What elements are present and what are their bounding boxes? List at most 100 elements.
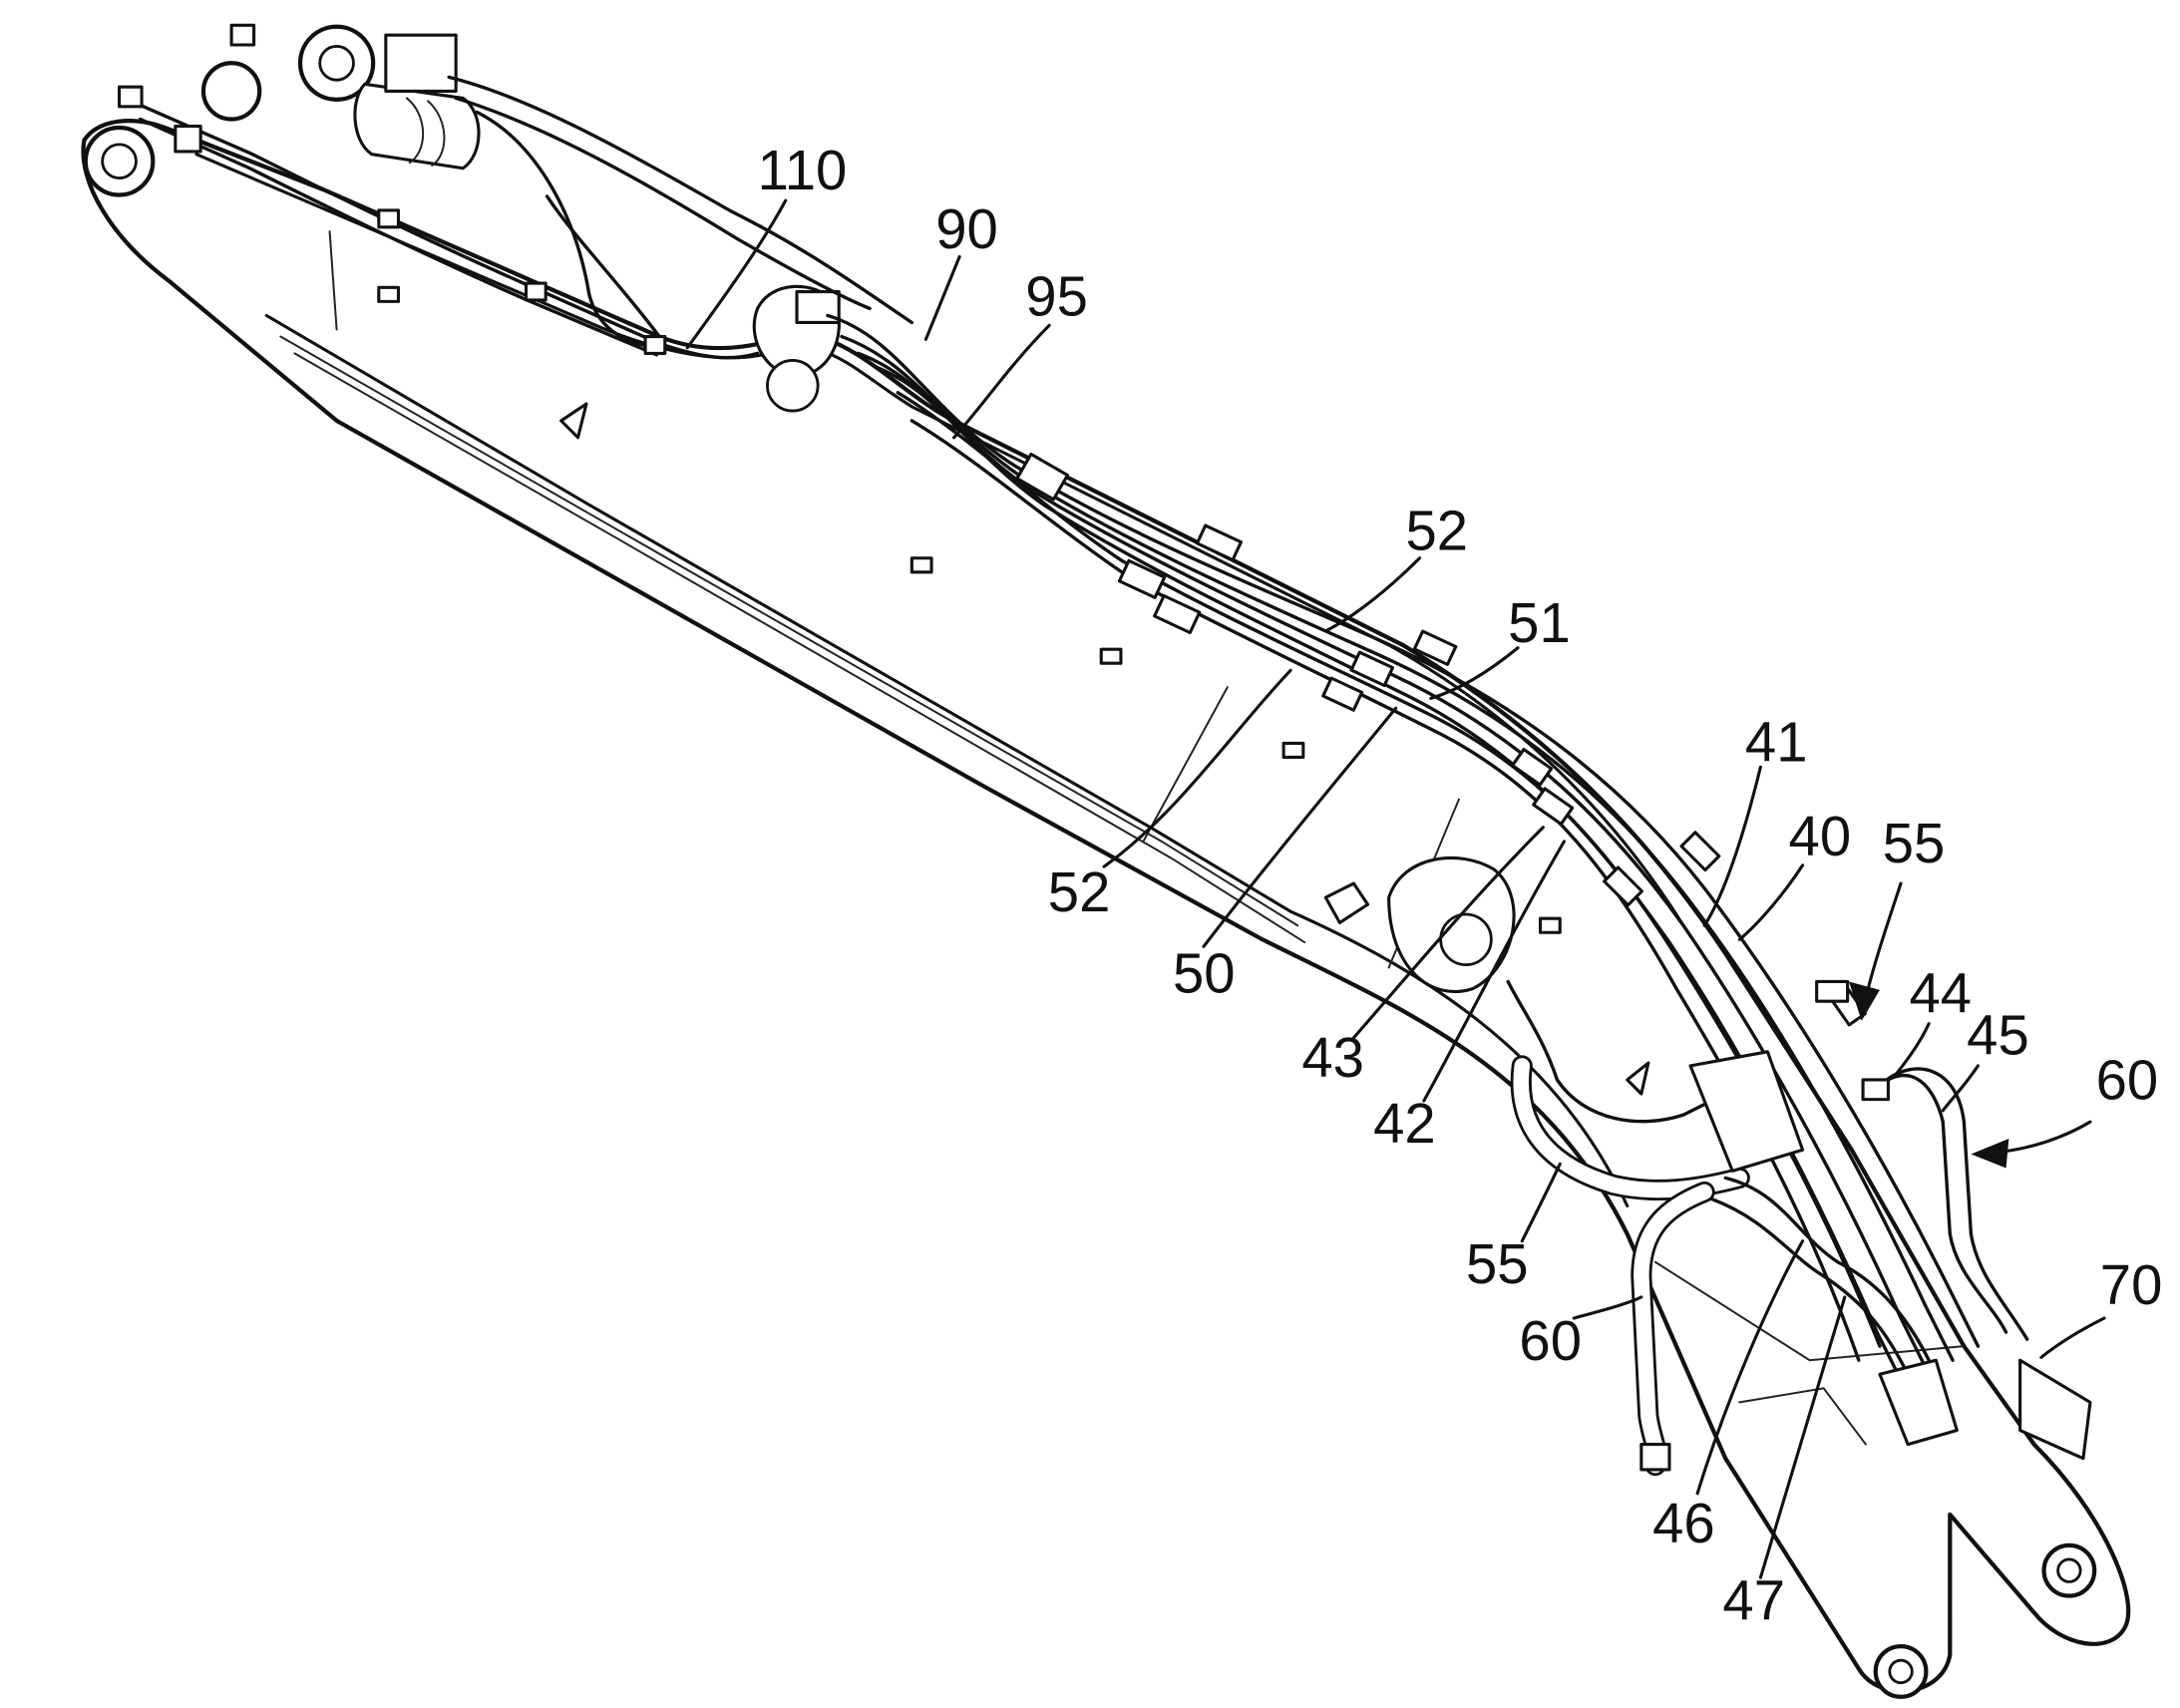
upper-hose <box>475 110 661 350</box>
tube-clamp <box>643 334 667 355</box>
ref-label-51: 51 <box>1508 591 1571 654</box>
ref-label-46: 46 <box>1652 1492 1715 1554</box>
side-tube <box>138 103 760 360</box>
ref-label-55-bottom: 55 <box>1466 1232 1529 1295</box>
hose-clamp <box>1195 523 1243 562</box>
leader-95 <box>952 323 1051 440</box>
hose-clamp <box>1603 865 1643 907</box>
side-bracket <box>1626 1061 1650 1096</box>
cylinder-head-bore <box>318 45 355 82</box>
leader-55-bottom <box>1520 1162 1562 1243</box>
reference-numerals: 110 90 95 52 51 41 40 55 44 45 60 52 50 … <box>758 139 2163 1632</box>
arrow-60-head <box>1971 1139 2009 1169</box>
leader-40 <box>1737 863 1805 941</box>
tube-fitting <box>118 85 144 109</box>
distribution-block <box>1878 1358 1959 1447</box>
leader-110 <box>685 198 788 350</box>
cylinder-barrel <box>353 82 481 171</box>
hose-47 <box>1709 1196 1910 1376</box>
bucket-pin-bore <box>1888 1658 1914 1685</box>
tube-45 <box>1885 1067 2029 1341</box>
cylinder-barrel-ring <box>405 97 425 165</box>
leader-70 <box>2039 1316 2106 1359</box>
ref-label-47: 47 <box>1722 1568 1785 1631</box>
ref-label-60-top: 60 <box>2096 1049 2159 1112</box>
hose-manifold <box>1688 1050 1805 1173</box>
upper-hose <box>447 75 914 325</box>
ref-label-70: 70 <box>2100 1253 2163 1316</box>
hose-clamp <box>1412 629 1458 666</box>
leader-44 <box>1892 1022 1931 1079</box>
ref-label-42: 42 <box>1373 1092 1436 1155</box>
hose-46 <box>1723 1176 1931 1362</box>
hose-clamp <box>1511 748 1554 787</box>
ref-label-45: 45 <box>1967 1004 2029 1067</box>
hose-clamp <box>1532 787 1575 826</box>
hose-clamp <box>1679 831 1721 872</box>
leader-90 <box>923 254 961 341</box>
boom-panel-joint <box>328 230 338 331</box>
ref-label-95: 95 <box>1025 264 1088 327</box>
ref-label-43: 43 <box>1301 1026 1364 1089</box>
ref-label-60-bottom: 60 <box>1519 1309 1582 1372</box>
hose-60-end-fitting <box>1639 1443 1671 1472</box>
side-boss <box>909 556 933 574</box>
side-boss <box>1539 916 1562 934</box>
side-tube <box>138 117 659 357</box>
ref-label-90: 90 <box>935 197 998 260</box>
upper-hose <box>545 194 661 339</box>
ref-label-41: 41 <box>1745 711 1808 774</box>
ref-label-44: 44 <box>1910 961 1973 1024</box>
boom-panel-joint <box>1653 1260 1966 1362</box>
ref-label-52-top: 52 <box>1406 499 1469 561</box>
leader-41 <box>1702 765 1762 927</box>
hose-clamp <box>1153 593 1202 635</box>
hose-clamp <box>1321 676 1364 712</box>
tube-fitting <box>229 23 256 47</box>
leader-50 <box>1202 706 1398 948</box>
tube-clamp <box>524 281 547 302</box>
ref-label-52-bottom: 52 <box>1048 860 1111 923</box>
valve-block <box>384 33 458 93</box>
boom-foot-pin-bore <box>101 143 138 180</box>
boom-panel-joint <box>1142 686 1229 843</box>
leader-43 <box>1351 826 1545 1040</box>
boom-bottom-flange-inner <box>279 335 1299 927</box>
hose-55-return <box>1506 979 1756 1124</box>
hose-bundle-line <box>840 334 1955 1362</box>
ref-label-110: 110 <box>758 139 848 201</box>
leader-52-bottom <box>1102 668 1292 868</box>
cylinder-barrel-ring <box>427 100 446 167</box>
hose-clamp <box>1349 650 1395 688</box>
boom-foot-pin-assembly <box>83 125 156 197</box>
arrow-55-shaft <box>1864 881 1903 1000</box>
hose-routing <box>118 23 2092 1477</box>
boom-panel-joint <box>1738 1387 1867 1446</box>
side-boss <box>1099 647 1123 665</box>
side-boss <box>377 285 401 303</box>
arm-cylinder-bracket-bore <box>1439 912 1493 967</box>
ref-label-55-top: 55 <box>1883 812 1946 874</box>
leader-51 <box>1429 646 1520 700</box>
leader-52-top <box>1323 556 1422 633</box>
tube-clamp-44 <box>1861 1078 1890 1102</box>
side-bracket <box>559 402 588 440</box>
arrow-55-head <box>1849 981 1880 1021</box>
leader-42 <box>1422 840 1567 1103</box>
leader-46 <box>1695 1239 1805 1496</box>
leader-lines <box>685 198 2106 1579</box>
arm-pin-bore <box>2056 1557 2082 1583</box>
ref-label-40: 40 <box>1789 805 1852 867</box>
cylinder-rod-eye <box>200 61 262 122</box>
end-valve-70 <box>2018 1358 2092 1461</box>
arm-cylinder-pin <box>766 359 820 413</box>
tube-clamp <box>174 125 202 154</box>
leader-47 <box>1758 1295 1847 1579</box>
side-plate-cutout <box>1323 881 1370 924</box>
leader-60-bottom <box>1572 1295 1643 1320</box>
boom-cylinder <box>200 24 841 413</box>
hose-clamp <box>1015 452 1070 502</box>
ref-label-50: 50 <box>1173 942 1236 1005</box>
tube-bracket-55 <box>1815 979 1850 1003</box>
